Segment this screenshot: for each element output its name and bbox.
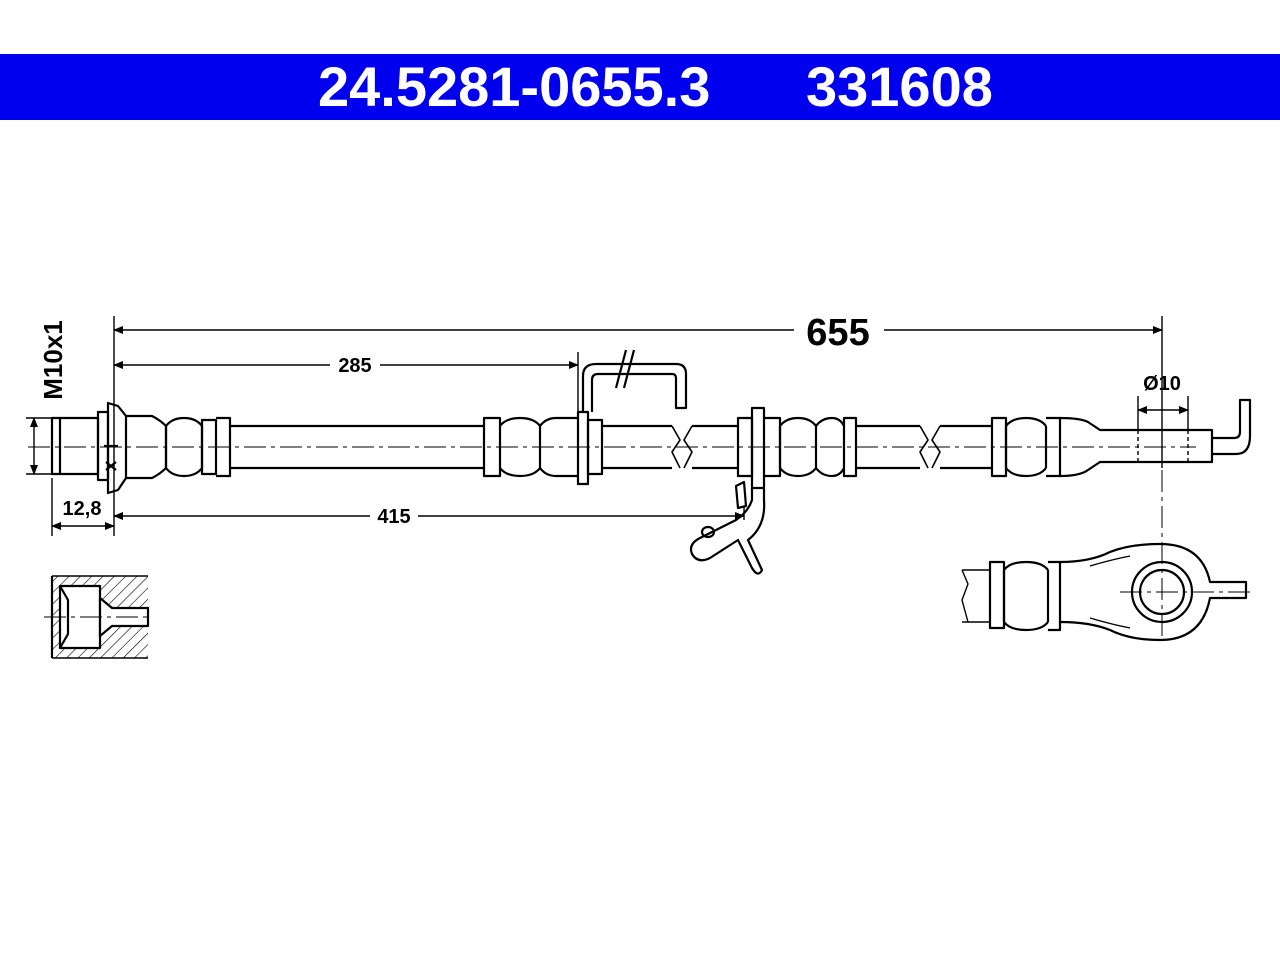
dimension-lines (26, 316, 1189, 536)
dim-eye-diameter: Ø10 (1143, 373, 1181, 395)
hose-segment-2 (692, 406, 920, 490)
dim-thread: M10x1 (38, 320, 68, 400)
hose-segment-3 (940, 398, 1252, 478)
hose-segment-1 (126, 410, 672, 486)
dim-bracket: 415 (377, 506, 410, 528)
part-number: 24.5281-0655.3 (318, 55, 711, 118)
dim-fitting-length: 12,8 (63, 498, 102, 520)
left-fitting (50, 401, 128, 495)
title-bar: 24.5281-0655.3 331608 (0, 54, 1280, 120)
reference-number: 331608 (806, 55, 993, 118)
dim-first-clip: 285 (338, 355, 371, 377)
centerlines (28, 446, 1250, 640)
clip-bracket-1 (581, 349, 688, 412)
dim-total-length: 655 (806, 312, 869, 354)
mounting-bracket (689, 480, 766, 575)
